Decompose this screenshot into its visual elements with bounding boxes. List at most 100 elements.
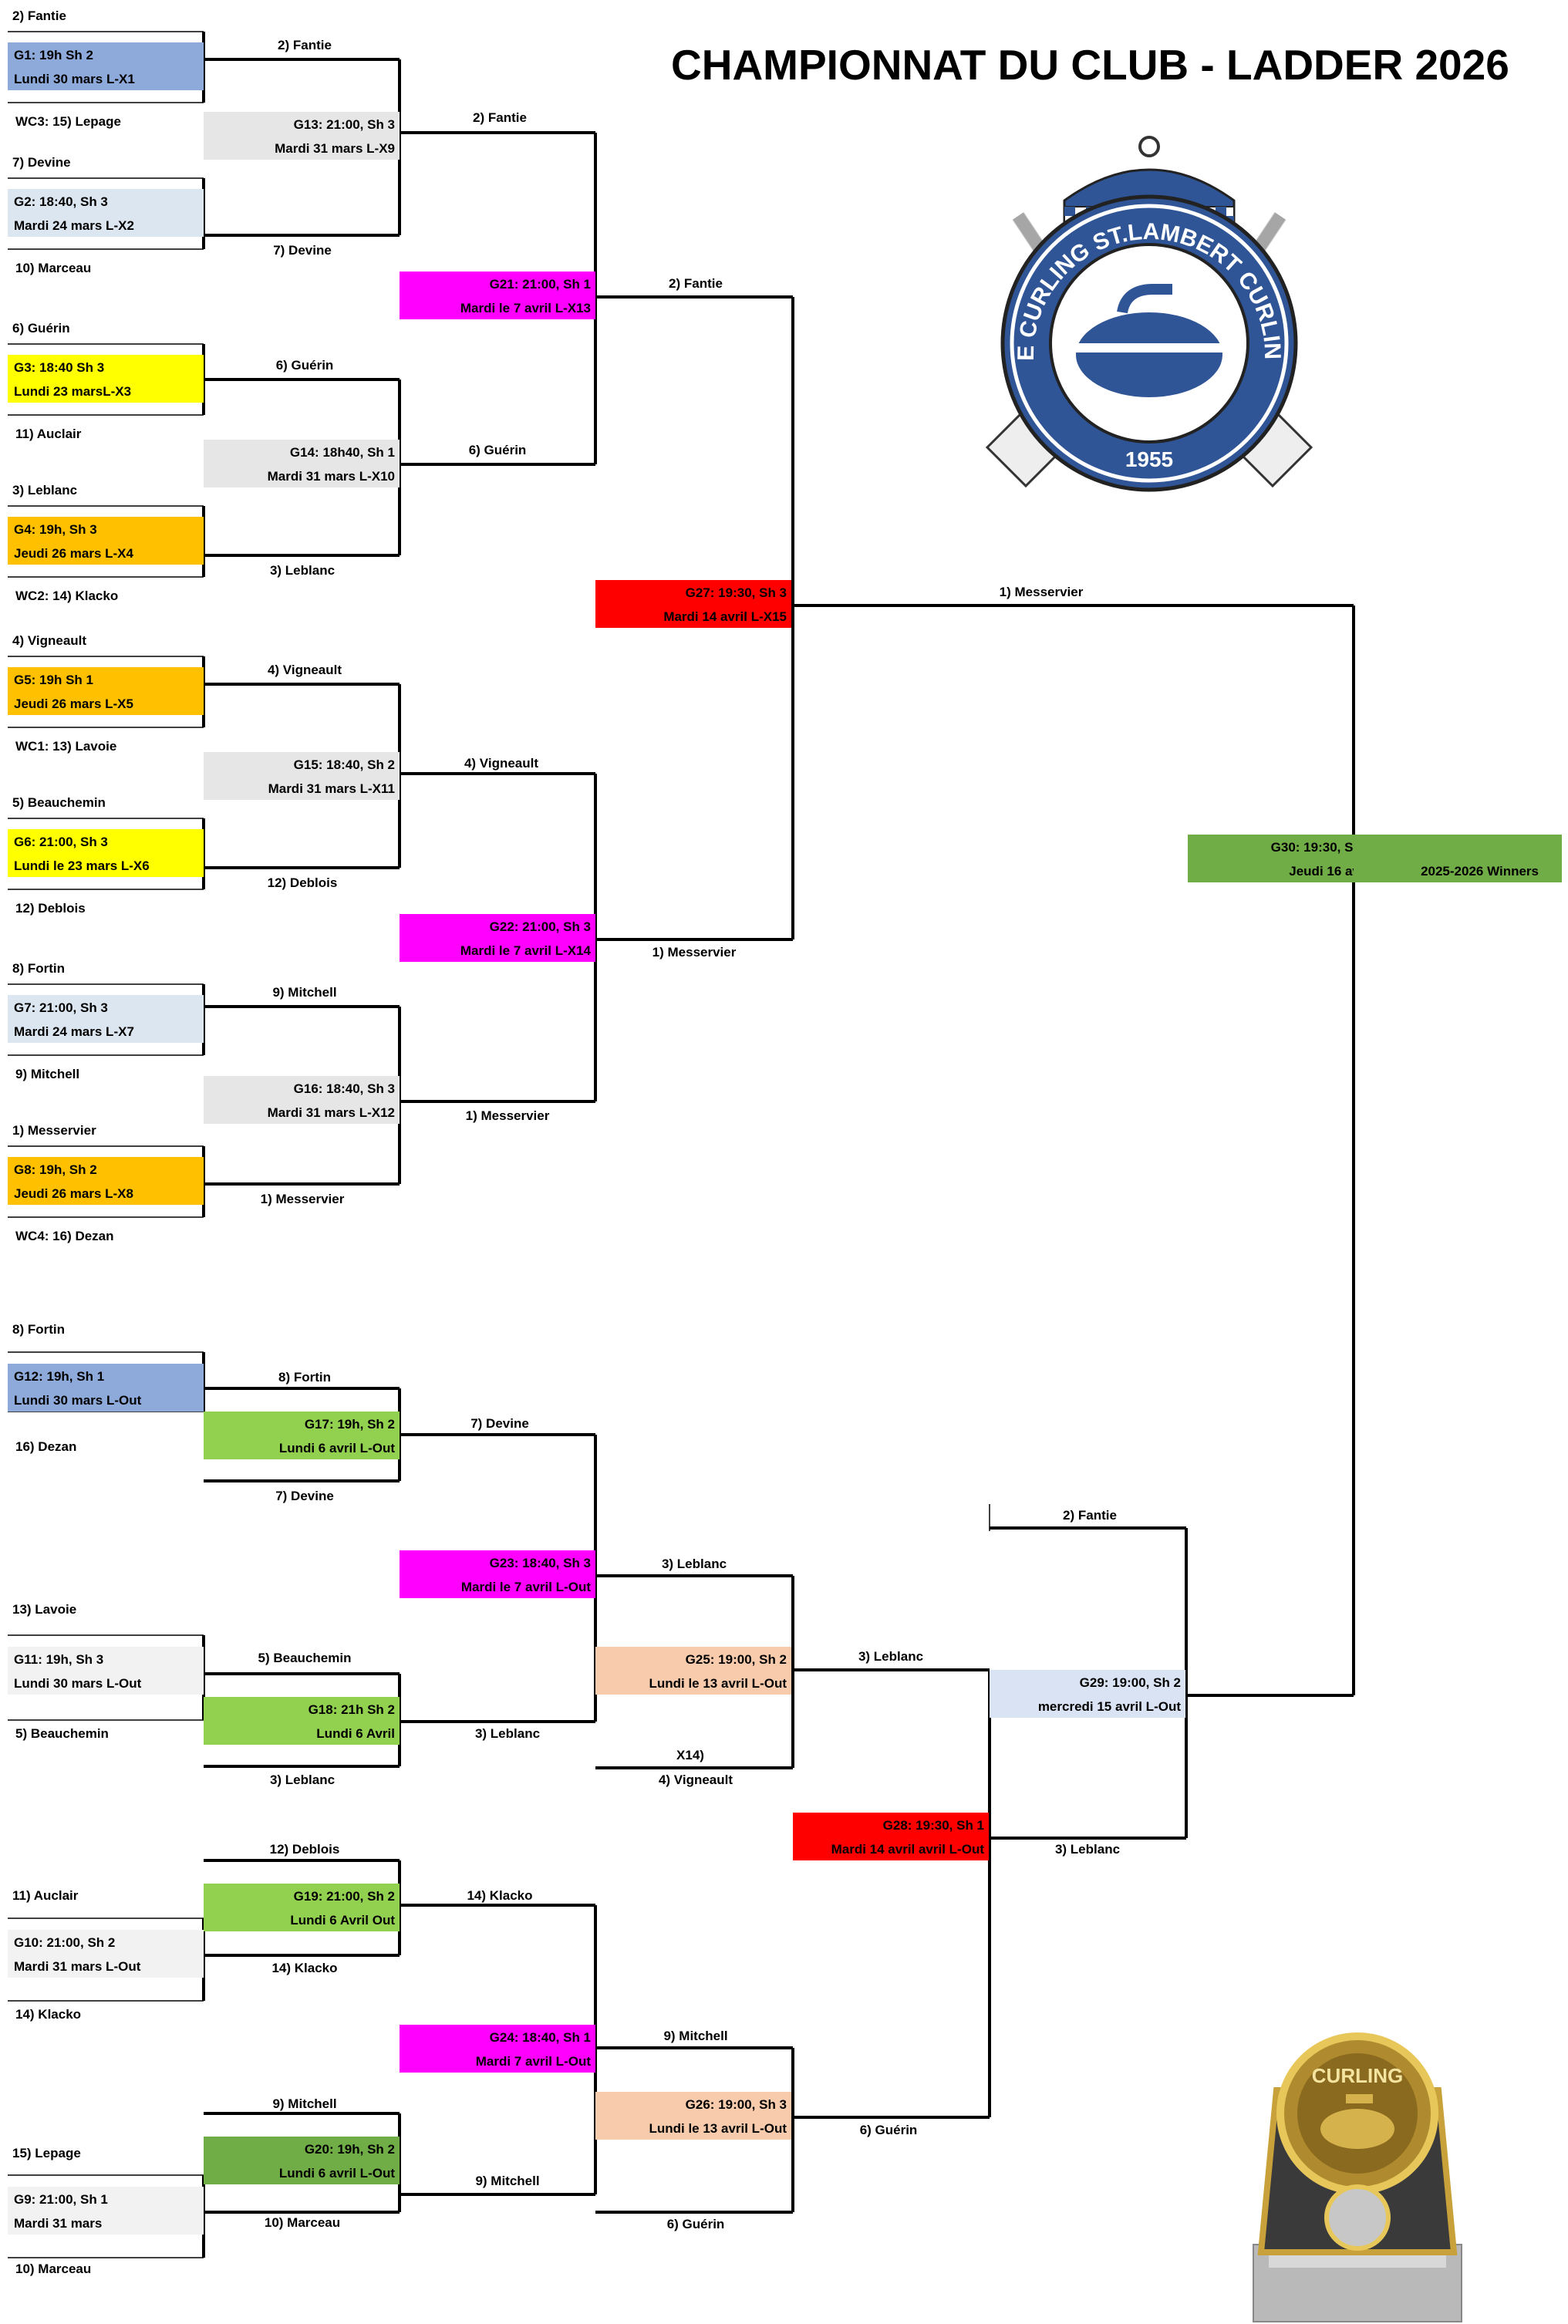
- team-label: 16) Dezan: [15, 1439, 77, 1454]
- game-date: Mardi 24 mars L-X7: [14, 1024, 134, 1039]
- team-label: WC2: 14) Klacko: [15, 589, 119, 603]
- game-date: Lundi le 23 mars L-X6: [14, 858, 150, 873]
- game-date: mercredi 15 avril L-Out: [1037, 1699, 1181, 1714]
- team-label: 7) Devine: [273, 243, 332, 258]
- game-box-g5: G5: 19h Sh 1 Jeudi 26 mars L-X5: [8, 667, 204, 715]
- game-date: Lundi 30 mars L-X1: [14, 72, 135, 86]
- game-time: G16: 18:40, Sh 3: [293, 1081, 395, 1096]
- game-time: G29: 19:00, Sh 2: [1079, 1675, 1181, 1690]
- game-date: Lundi 6 Avril: [316, 1726, 395, 1741]
- game-date: Jeudi 26 mars L-X8: [14, 1186, 133, 1201]
- team-label: 11) Auclair: [12, 1888, 79, 1903]
- team-label: 3) Leblanc: [1054, 1842, 1121, 1857]
- team-label: 4) Vigneault: [267, 663, 342, 677]
- game-time: G26: 19:00, Sh 3: [685, 2097, 787, 2112]
- team-label: 7) Devine: [12, 155, 71, 170]
- team-label: 8) Fortin: [12, 961, 65, 976]
- team-label: 12) Deblois: [15, 901, 86, 916]
- game-date: Mardi le 7 avril L-X14: [460, 943, 591, 958]
- game-date: Lundi le 13 avril L-Out: [649, 1676, 787, 1691]
- team-label: 8) Fortin: [12, 1322, 65, 1337]
- team-label: 4) Vigneault: [658, 1773, 733, 1787]
- game-date: Mardi le 7 avril L-Out: [460, 1580, 591, 1594]
- game-time: G13: 21:00, Sh 3: [293, 117, 395, 132]
- game-date: Mardi 31 mars L-X10: [267, 469, 395, 484]
- team-label: 14) Klacko: [15, 2007, 82, 2022]
- team-label: 7) Devine: [275, 1489, 334, 1503]
- team-label: WC1: 13) Lavoie: [15, 739, 117, 754]
- game-date: Jeudi 16 avril: [1289, 864, 1372, 879]
- trophy-image: CURLING: [1253, 2032, 1462, 2322]
- logo-year: 1955: [1125, 447, 1173, 471]
- game-box-g10: G10: 21:00, Sh 2 Mardi 31 mars L-Out: [8, 1930, 204, 1978]
- game-box-g8: G8: 19h, Sh 2 Jeudi 26 mars L-X8: [8, 1157, 204, 1205]
- game-time: G10: 21:00, Sh 2: [14, 1935, 116, 1950]
- game-time: G14: 18h40, Sh 1: [289, 445, 395, 460]
- team-label: 2) Fantie: [473, 110, 527, 125]
- team-label: 3) Leblanc: [858, 1649, 924, 1664]
- game-date: Mardi le 7 avril L-X13: [460, 301, 591, 315]
- game-date: Jeudi 26 mars L-X5: [14, 697, 133, 711]
- curling-stone-icon: [1076, 284, 1222, 397]
- club-logo: CLUB DE CURLING ST.LAMBERT CURLING CLUB …: [980, 123, 1313, 492]
- game-time: G11: 19h, Sh 3: [14, 1652, 104, 1667]
- team-label: 6) Guérin: [468, 443, 527, 457]
- page-title: CHAMPIONNAT DU CLUB - LADDER 2026: [671, 41, 1509, 89]
- winners-label: 2025-2026 Winners: [1421, 864, 1539, 879]
- team-label: 3) Leblanc: [269, 1773, 336, 1787]
- trophy-label: CURLING: [1312, 2064, 1403, 2087]
- team-label: 10) Marceau: [15, 261, 92, 275]
- team-label: 9) Mitchell: [475, 2174, 540, 2188]
- game-date: Mardi 31 mars L-X9: [275, 141, 395, 156]
- game-time: G7: 21:00, Sh 3: [14, 1000, 108, 1015]
- game-time: G2: 18:40, Sh 3: [14, 194, 108, 209]
- game-time: G30: 19:30, Sh 2: [1270, 840, 1372, 855]
- game-time: G25: 19:00, Sh 2: [685, 1652, 787, 1667]
- game-time: G5: 19h Sh 1: [14, 673, 93, 687]
- team-label: 13) Lavoie: [12, 1602, 77, 1617]
- team-label: 2) Fantie: [12, 8, 66, 23]
- game-time: G1: 19h Sh 2: [14, 48, 93, 62]
- game-time: G21: 21:00, Sh 1: [489, 277, 591, 292]
- team-label: 3) Leblanc: [661, 1557, 727, 1571]
- game-date: Mardi 31 mars L-X12: [267, 1105, 395, 1120]
- team-label: 3) Leblanc: [12, 483, 78, 498]
- team-label: 1) Messervier: [652, 945, 737, 960]
- game-time: G8: 19h, Sh 2: [14, 1162, 97, 1177]
- team-label: 6) Guérin: [666, 2217, 725, 2231]
- game-date: Mardi 7 avril L-Out: [475, 2054, 591, 2069]
- team-label: 1) Messervier: [465, 1108, 550, 1123]
- team-label: 3) Leblanc: [474, 1726, 541, 1741]
- team-label: 11) Auclair: [15, 427, 82, 441]
- team-label: 5) Beauchemin: [15, 1726, 109, 1741]
- team-label: 12) Deblois: [267, 875, 338, 890]
- team-label: 4) Vigneault: [464, 756, 539, 771]
- game-box-g29: G29: 19:00, Sh 2 mercredi 15 avril L-Out: [990, 1670, 1185, 1718]
- game-date: Mardi 31 mars L-X11: [268, 781, 395, 796]
- game-box-g16: G16: 18:40, Sh 3 Mardi 31 mars L-X12: [204, 1076, 400, 1124]
- winners-box: 2025-2026 Winners: [1354, 835, 1562, 882]
- game-date: Lundi le 13 avril L-Out: [649, 2121, 787, 2136]
- team-label: 9) Mitchell: [272, 985, 337, 1000]
- game-box-g25: G25: 19:00, Sh 2 Lundi le 13 avril L-Out: [595, 1647, 791, 1695]
- game-date: Mardi 31 mars L-Out: [14, 1959, 141, 1974]
- game-box-g19: G19: 21:00, Sh 2 Lundi 6 Avril Out: [204, 1884, 400, 1931]
- team-label: 4) Vigneault: [12, 633, 87, 648]
- game-date: Jeudi 26 mars L-X4: [14, 546, 133, 561]
- team-label: 2) Fantie: [278, 38, 332, 52]
- team-label: WC3: 15) Lepage: [15, 114, 121, 129]
- game-time: G19: 21:00, Sh 2: [293, 1889, 395, 1904]
- game-time: G12: 19h, Sh 1: [14, 1369, 105, 1384]
- team-label: 2) Fantie: [669, 276, 723, 291]
- game-date: Lundi 23 marsL-X3: [14, 384, 132, 399]
- game-date: Lundi 6 Avril Out: [290, 1913, 395, 1928]
- team-label: 9) Mitchell: [663, 2029, 728, 2043]
